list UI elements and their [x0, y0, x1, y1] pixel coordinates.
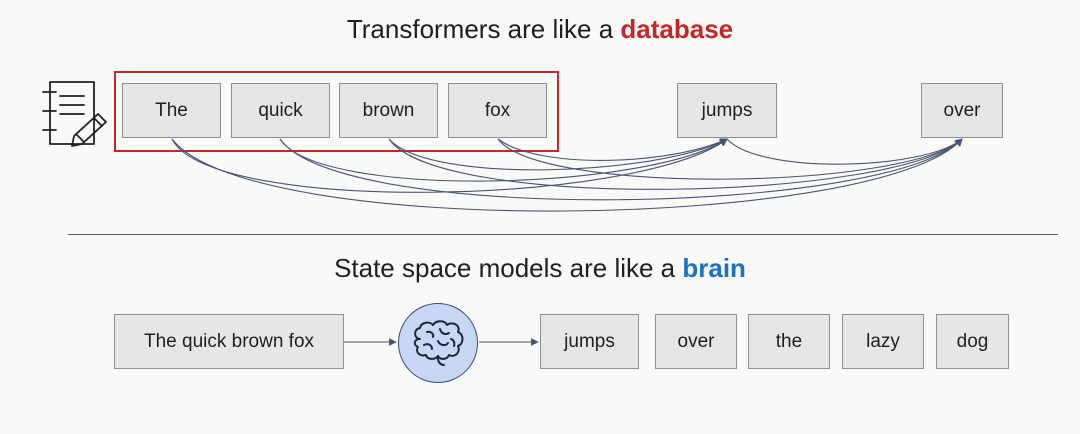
token-the: The	[122, 83, 221, 138]
arc-the-jumps	[171, 138, 728, 193]
output-token-the: the	[748, 314, 830, 369]
ssm-title: State space models are like a brain	[0, 253, 1080, 283]
token-jumps: jumps	[677, 83, 777, 138]
ssm-title-prefix: State space models are like a	[334, 253, 683, 283]
arc-brown-jumps	[388, 138, 728, 171]
arc-quick-over	[279, 138, 963, 201]
input-sequence-box: The quick brown fox	[114, 314, 344, 369]
transformers-title-highlight: database	[620, 14, 734, 44]
token-fox: fox	[448, 83, 547, 138]
arc-jumps-over	[726, 138, 963, 165]
brain-state	[398, 303, 478, 383]
ssm-title-highlight: brain	[682, 253, 746, 283]
arc-quick-jumps	[279, 138, 728, 182]
arc-the-over	[171, 138, 963, 212]
brain-icon	[413, 320, 464, 366]
arc-fox-jumps	[497, 138, 728, 161]
arc-fox-over	[497, 138, 963, 180]
output-token-dog: dog	[936, 314, 1009, 369]
arc-brown-over	[388, 138, 963, 190]
output-token-lazy: lazy	[842, 314, 924, 369]
output-token-jumps: jumps	[540, 314, 639, 369]
notebook-pencil-icon	[42, 81, 107, 147]
context-group-box	[114, 71, 559, 152]
token-over: over	[921, 83, 1003, 138]
token-brown: brown	[339, 83, 438, 138]
transformers-title-prefix: Transformers are like a	[346, 14, 621, 44]
transformers-title: Transformers are like a database	[0, 14, 1080, 44]
output-token-over: over	[655, 314, 737, 369]
token-quick: quick	[231, 83, 330, 138]
section-divider	[68, 234, 1058, 235]
